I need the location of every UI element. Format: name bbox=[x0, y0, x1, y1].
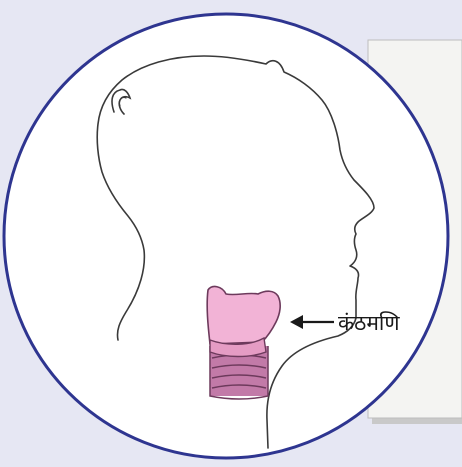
adams-apple-label: कंठमणि bbox=[338, 311, 400, 335]
